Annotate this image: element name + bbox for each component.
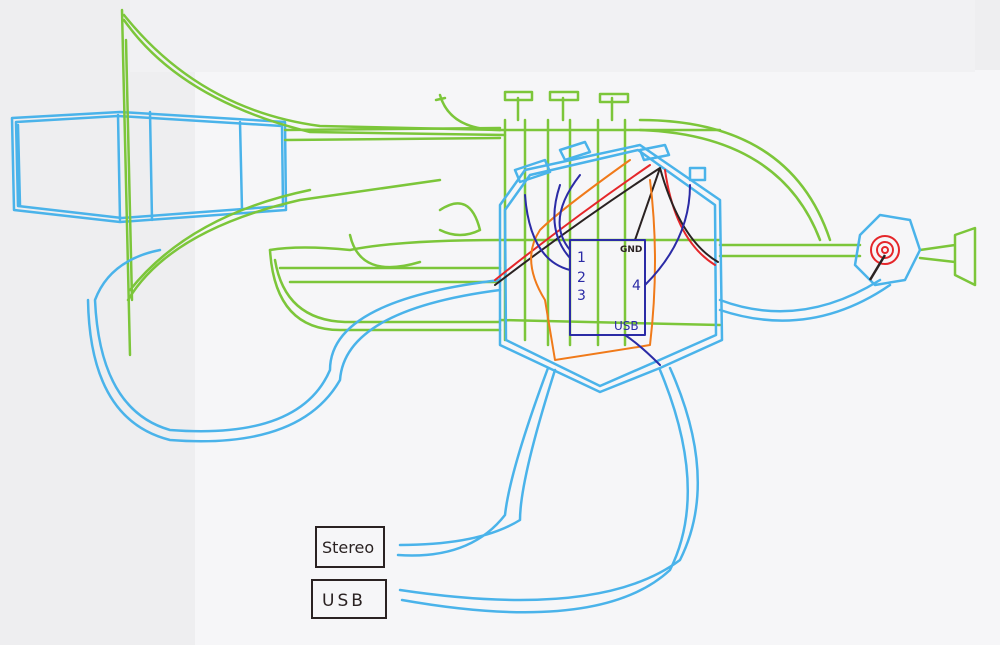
paper-top xyxy=(130,0,975,72)
board-usb-label: USB xyxy=(614,319,639,333)
controller-board xyxy=(569,239,646,336)
pin-2-label: 2 xyxy=(577,270,586,286)
stereo-label: Stereo xyxy=(322,538,374,557)
wiring xyxy=(494,159,719,366)
pin-4-label: 4 xyxy=(632,278,641,294)
usb-output: USB xyxy=(311,579,387,619)
usb-label: USB xyxy=(322,591,366,611)
trumpet-body xyxy=(120,8,977,357)
gnd-label: GND xyxy=(620,245,642,255)
pin-3-label: 3 xyxy=(577,288,586,304)
pin-1-label: 1 xyxy=(577,250,586,266)
bell-casing xyxy=(10,110,288,224)
stereo-output: Stereo xyxy=(315,526,385,568)
mouthpiece-target xyxy=(868,235,900,281)
valve-casing xyxy=(86,140,922,614)
